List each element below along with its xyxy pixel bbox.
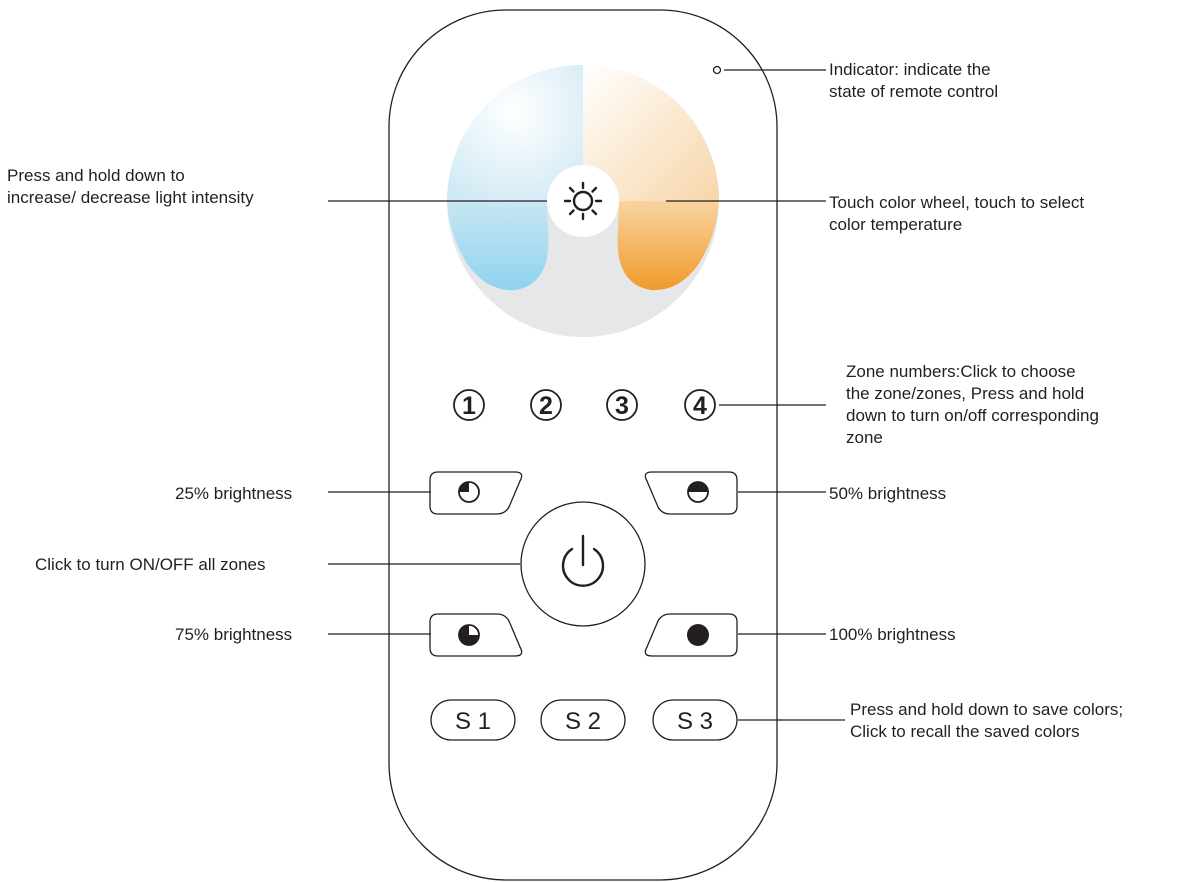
indicator-led-icon <box>712 65 722 75</box>
power-button[interactable] <box>520 501 646 627</box>
power-callout: Click to turn ON/OFF all zones <box>35 555 266 574</box>
scenes-callout: Press and hold down to save colors; Clic… <box>850 700 1124 741</box>
indicator-callout: Indicator: indicate the state of remote … <box>829 60 999 101</box>
brightness-25-button[interactable] <box>429 471 523 515</box>
b25-callout: 25% brightness <box>175 484 293 503</box>
brightness-100-button[interactable] <box>644 613 738 657</box>
scene-button-s1[interactable]: S 1 <box>430 699 516 741</box>
scene-button-s2[interactable]: S 2 <box>540 699 626 741</box>
scene-button-s3[interactable]: S 3 <box>652 699 738 741</box>
zone-number: 3 <box>615 392 629 420</box>
sun-icon <box>563 181 603 221</box>
color-wheel[interactable] <box>447 65 719 337</box>
quarter-fill-icon <box>458 481 480 503</box>
brightness-75-button[interactable] <box>429 613 523 657</box>
zone-number: 1 <box>462 392 476 420</box>
brightness-center-button[interactable] <box>547 165 619 237</box>
zone-number: 2 <box>539 392 553 420</box>
zone-number: 4 <box>693 392 707 420</box>
b100-callout: 100% brightness <box>829 625 956 644</box>
scene-label: S 1 <box>455 708 491 735</box>
leader-lines <box>328 69 845 721</box>
b50-callout: 50% brightness <box>829 484 947 503</box>
zone-button-4[interactable]: 4 <box>684 389 716 421</box>
power-icon <box>561 534 605 587</box>
scene-label: S 2 <box>565 708 601 735</box>
three-quarter-fill-icon <box>458 624 480 646</box>
scene-label: S 3 <box>677 708 713 735</box>
zone-button-1[interactable]: 1 <box>453 389 485 421</box>
zone-button-3[interactable]: 3 <box>606 389 638 421</box>
brightness-50-button[interactable] <box>644 471 738 515</box>
color-wheel-callout: Touch color wheel, touch to select color… <box>829 193 1085 234</box>
b75-callout: 75% brightness <box>175 625 293 644</box>
zones-callout: Zone numbers:Click to choose the zone/zo… <box>846 362 1099 447</box>
full-fill-icon <box>687 624 709 646</box>
zone-button-2[interactable]: 2 <box>530 389 562 421</box>
intensity-callout: Press and hold down to increase/ decreas… <box>7 166 254 207</box>
half-fill-icon <box>687 481 709 503</box>
